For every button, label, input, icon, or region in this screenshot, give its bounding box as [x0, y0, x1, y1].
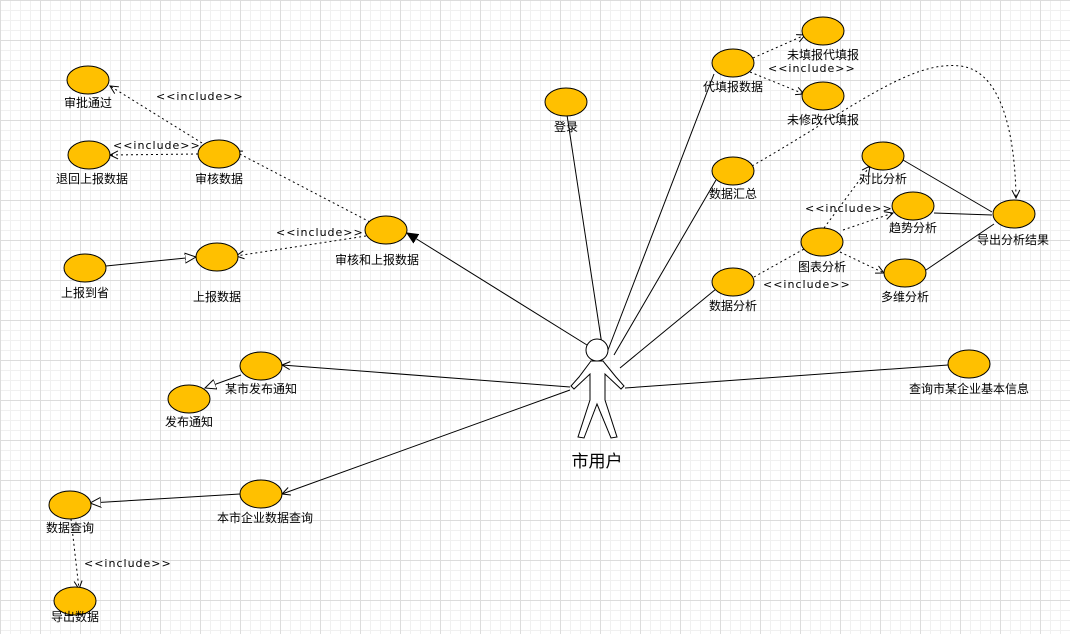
use-case-chart-analysis-label: 图表分析: [798, 260, 846, 274]
assoc-notice-publish: [205, 374, 242, 388]
use-case-multi-analysis: [883, 258, 927, 288]
use-case-city-publish-notice: [239, 351, 283, 381]
use-case-review-and-report-label: 审核和上报数据: [335, 252, 419, 267]
assoc-province-report: [105, 257, 196, 267]
use-case-chart-analysis: [800, 227, 844, 257]
use-case-report-data-label: 上报数据: [193, 289, 241, 304]
assoc-data-summary: [613, 179, 717, 356]
include-label-analysis: <<include>>: [763, 278, 851, 291]
include-label-return: <<include>>: [113, 139, 201, 152]
use-case-data-query-label: 数据查询: [46, 520, 94, 535]
include-label-query-export: <<include>>: [84, 557, 172, 570]
assoc-data-analysis: [619, 288, 717, 369]
include-query-export: [70, 518, 79, 589]
use-case-city-enterprise-query-label: 本市企业数据查询: [217, 510, 313, 525]
actor-head: [585, 338, 609, 362]
include-chart-trend: [842, 213, 893, 231]
use-case-proxy-fill-label: 代填报数据: [703, 79, 763, 94]
use-case-unfilled-proxy-label: 未填报代填报: [787, 47, 859, 62]
use-case-login: [544, 87, 588, 117]
use-case-query-enterprise-info: [947, 349, 991, 379]
include-analysis-chart: [753, 248, 805, 278]
assoc-city-query: [282, 389, 571, 494]
use-case-export-data-label: 导出数据: [51, 609, 99, 624]
use-case-login-label: 登录: [554, 119, 578, 134]
use-case-approve-label: 审批通过: [64, 95, 112, 110]
use-case-publish-notice-label: 发布通知: [165, 414, 213, 429]
use-case-compare-analysis-label: 对比分析: [859, 172, 907, 186]
assoc-review-report: [407, 233, 596, 351]
assoc-compare-export: [902, 159, 993, 213]
actor-body: [570, 360, 625, 439]
use-case-query-enterprise-info-label: 查询市某企业基本信息: [909, 381, 1029, 396]
include-label-report: <<include>>: [276, 226, 364, 239]
use-case-unmodified-proxy-label: 未修改代填报: [787, 112, 859, 127]
assoc-proxy-fill: [607, 73, 715, 351]
use-case-review-and-report: [364, 215, 408, 245]
include-review-return: [110, 154, 199, 155]
use-case-trend-analysis: [891, 191, 935, 221]
use-case-proxy-fill: [711, 48, 755, 78]
use-case-city-publish-notice-label: 某市发布通知: [225, 381, 297, 396]
assoc-query-enterprise: [624, 364, 949, 389]
use-case-compare-analysis: [861, 141, 905, 171]
include-reviewreport-review: [234, 151, 371, 223]
actor-figure: [570, 338, 625, 439]
use-case-trend-analysis-label: 趋势分析: [889, 221, 937, 235]
assoc-multi-export: [925, 223, 995, 271]
assoc-city-notice: [282, 365, 571, 388]
use-case-city-enterprise-query: [239, 479, 283, 509]
include-review-approve: [110, 86, 203, 144]
use-case-export-results: [992, 199, 1036, 229]
use-case-data-analysis-label: 数据分析: [709, 298, 757, 313]
include-chart-multi: [839, 251, 884, 273]
use-case-review-data: [197, 139, 241, 169]
assoc-login: [566, 114, 603, 346]
include-reviewreport-report: [236, 235, 367, 256]
use-case-multi-analysis-label: 多维分析: [881, 290, 929, 304]
include-label-approve: <<include>>: [156, 90, 244, 103]
use-case-export-data: [53, 586, 97, 616]
use-case-review-data-label: 审核数据: [195, 171, 243, 186]
use-case-report-province: [63, 253, 107, 283]
use-case-export-results-label: 导出分析结果: [977, 233, 1049, 247]
use-case-report-data: [195, 242, 239, 272]
assoc-query-data: [90, 493, 241, 503]
use-case-return-report: [67, 140, 111, 170]
use-case-data-query: [48, 490, 92, 520]
include-label-proxy: <<include>>: [768, 62, 856, 75]
use-case-return-report-label: 退回上报数据: [56, 171, 128, 186]
actor-label: 市用户: [572, 452, 623, 472]
include-label-chart-trend: <<include>>: [805, 202, 893, 215]
use-case-data-analysis: [711, 267, 755, 297]
use-case-report-province-label: 上报到省: [61, 285, 109, 300]
use-case-unfilled-proxy: [801, 16, 845, 46]
use-case-data-summary: [711, 156, 755, 186]
use-case-approve: [66, 65, 110, 95]
use-case-data-summary-label: 数据汇总: [709, 186, 757, 201]
use-case-publish-notice: [167, 384, 211, 414]
use-case-unmodified-proxy: [801, 81, 845, 111]
assoc-trend-export: [933, 212, 993, 216]
